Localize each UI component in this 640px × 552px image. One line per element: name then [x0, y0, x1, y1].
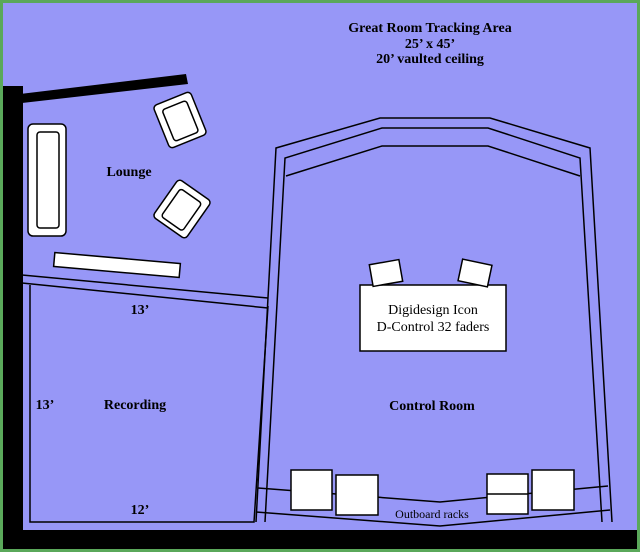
lounge-label: Lounge — [106, 165, 151, 180]
control-room-soffit — [285, 145, 581, 177]
sofa — [27, 123, 67, 237]
nearfield-speaker-right — [457, 258, 493, 288]
recording-top-dimension: 13’ — [131, 303, 150, 318]
header-title: Great Room Tracking Area — [348, 21, 511, 36]
console-label-line-2: D-Control 32 faders — [377, 320, 490, 335]
console-label-line-1: Digidesign Icon — [388, 303, 478, 318]
outboard-rack-line-lower — [255, 509, 611, 527]
nearfield-speaker-left — [368, 258, 404, 288]
outboard-racks-label: Outboard racks — [395, 507, 469, 521]
control-room-furniture — [290, 258, 575, 516]
armchair-2 — [153, 179, 211, 239]
recording-label: Recording — [104, 398, 166, 413]
lounge-furniture — [27, 91, 211, 279]
bottom-wall — [3, 530, 637, 549]
partitions — [21, 274, 269, 523]
recording-bottom-dimension: 12’ — [131, 503, 150, 518]
outboard-rack-4 — [531, 469, 575, 511]
bench — [52, 251, 182, 279]
console-desk — [359, 284, 507, 352]
walls — [3, 74, 637, 549]
armchair-1 — [153, 91, 207, 149]
top-left-wall — [20, 74, 188, 103]
header-ceiling: 20’ vaulted ceiling — [376, 52, 484, 67]
control-room-label: Control Room — [389, 399, 475, 414]
outboard-rack-1 — [290, 469, 333, 511]
left-wall — [3, 86, 23, 549]
header-dimensions: 25’ x 45’ — [405, 37, 455, 52]
lounge-partition-line-1 — [21, 274, 269, 299]
control-room-outer-wall — [255, 117, 613, 523]
floor-area — [3, 3, 637, 549]
recording-room-outline — [29, 285, 269, 523]
lounge-partition-line-2 — [21, 282, 269, 309]
outboard-rack-2 — [335, 474, 379, 516]
control-room-inner-wall — [264, 127, 603, 523]
recording-side-dimension: 13’ — [36, 398, 55, 413]
